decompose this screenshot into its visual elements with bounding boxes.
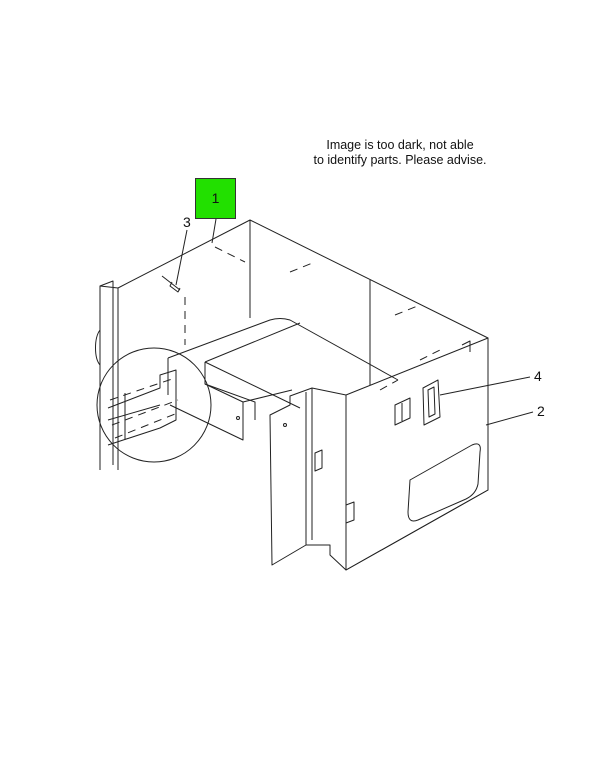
notice-line-2: to identify parts. Please advise. (313, 153, 487, 167)
right-panel-cutout (407, 443, 481, 522)
left-wall-flange (99, 280, 119, 470)
detail-magnifier (96, 347, 212, 463)
callout-2[interactable]: 2 (537, 403, 545, 419)
leader-3 (175, 229, 188, 286)
notice-line-1: Image is too dark, not able (326, 138, 474, 152)
callout-3[interactable]: 3 (183, 214, 191, 230)
back-wall (117, 219, 489, 571)
inner-shelf (167, 318, 399, 381)
right-panel (345, 337, 489, 571)
right-panel-slot (422, 379, 441, 426)
callout-1-highlight[interactable]: 1 (195, 178, 236, 219)
leader-2 (485, 411, 534, 426)
leader-1 (211, 218, 217, 244)
notice-text: Image is too dark, not able to identify … (290, 138, 510, 168)
front-panel (269, 387, 347, 571)
callout-4[interactable]: 4 (534, 368, 542, 384)
right-panel-vent (394, 397, 411, 426)
screw (161, 275, 181, 293)
leader-4 (439, 376, 531, 396)
